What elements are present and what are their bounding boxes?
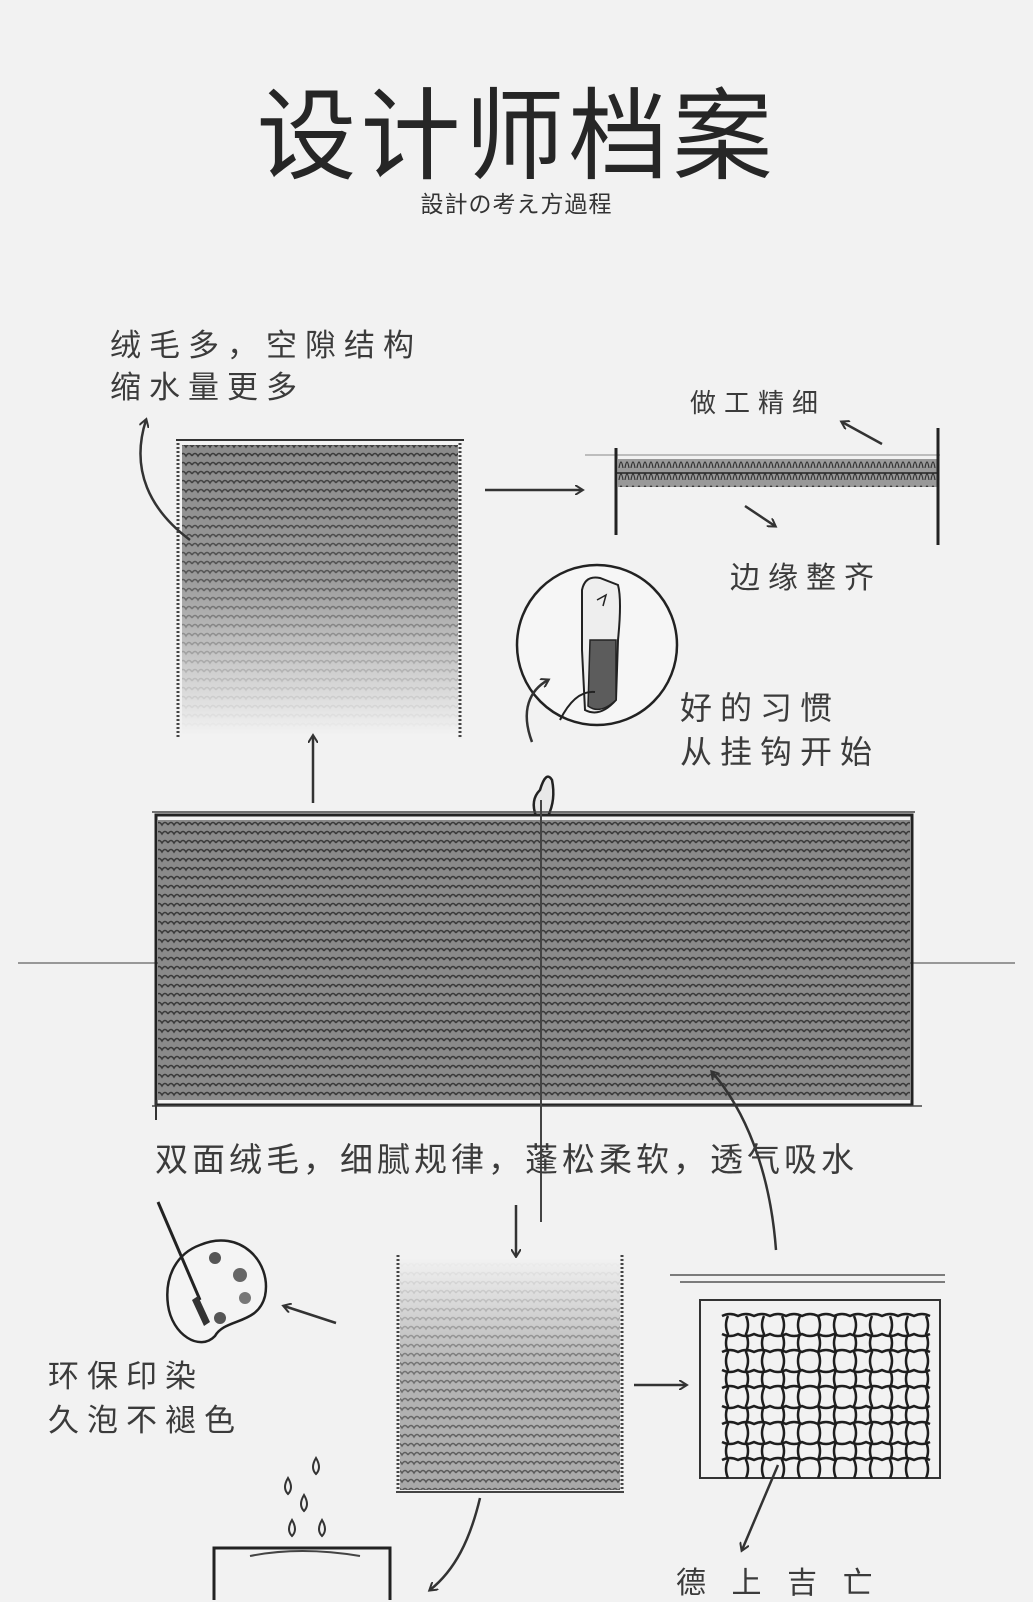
- mesh-fiber-horizontal: [721, 1384, 931, 1390]
- page-title: 设计师档案: [256, 78, 777, 195]
- palette-brush-icon: [156, 1201, 268, 1344]
- note-arrow-craft: [842, 422, 883, 446]
- note-arrow-fluffy: [140, 420, 191, 541]
- mesh-fiber-horizontal: [721, 1348, 931, 1354]
- note-features: 双面绒毛，细腻规律，蓬松柔软，透气吸水: [155, 1140, 858, 1179]
- note-eco-dye: 环保印染 久泡不褪色: [48, 1355, 243, 1443]
- mesh-fiber-horizontal: [721, 1420, 931, 1426]
- mesh-fiber-vertical: [744, 1315, 750, 1479]
- mesh-fiber-horizontal: [721, 1312, 931, 1318]
- mesh-fiber-vertical: [888, 1315, 894, 1479]
- mesh-fiber-vertical: [760, 1315, 766, 1479]
- main-towel: [152, 811, 922, 1120]
- mesh-fiber-horizontal: [721, 1456, 931, 1462]
- note-hook-habit: 好的习惯 从挂钩开始: [680, 686, 880, 774]
- arrow-mesh-to-towel: [712, 1072, 778, 1251]
- mesh-fiber-vertical: [852, 1315, 858, 1479]
- note-fluffy-line1: 绒毛多，空隙结构: [110, 328, 422, 364]
- mesh-fiber-vertical: [904, 1315, 910, 1479]
- note-craft: 做工精细: [690, 389, 827, 419]
- arrow-to-basin: [430, 1497, 482, 1590]
- mesh-fiber-horizontal: [721, 1404, 931, 1410]
- mesh-fiber-horizontal: [721, 1368, 931, 1374]
- arrow-mesh-down: [742, 1464, 780, 1550]
- note-hook-line2: 从挂钩开始: [680, 733, 881, 771]
- water-drops-icon: [212, 1456, 392, 1600]
- note-fluffy-line2: 缩水量更多: [110, 370, 305, 406]
- mesh-fiber-vertical: [924, 1315, 930, 1479]
- mesh-fiber-vertical: [780, 1315, 786, 1479]
- page-subtitle: 設計の考え方過程: [420, 192, 613, 218]
- note-fluffy-structure: 绒毛多，空隙结构 缩水量更多: [110, 325, 422, 409]
- note-arrow-edges: [744, 504, 775, 526]
- mesh-fiber-vertical: [816, 1315, 822, 1479]
- mesh-fiber-vertical: [868, 1315, 874, 1479]
- note-edges: 边缘整齐: [730, 561, 882, 596]
- note-dye-line1: 环保印染: [48, 1359, 204, 1395]
- note-arrow-hook: [525, 680, 548, 743]
- mesh-fiber-vertical: [724, 1315, 730, 1479]
- mesh-fiber-vertical: [796, 1315, 802, 1479]
- mesh-fiber-horizontal: [721, 1332, 931, 1338]
- note-hook-line1: 好的习惯: [680, 689, 841, 727]
- arrow-to-palette: [284, 1306, 337, 1325]
- towel-edge-cross-section: [585, 428, 940, 545]
- towel-hook-icon: [515, 563, 679, 727]
- note-bottom-partial: 德 上 吉 亡: [676, 1566, 881, 1601]
- mesh-fiber-vertical: [832, 1315, 838, 1479]
- mesh-fiber-horizontal: [721, 1440, 931, 1446]
- note-dye-line2: 久泡不褪色: [48, 1403, 243, 1439]
- fiber-mesh-closeup: [670, 1274, 945, 1479]
- hanging-loop: [532, 775, 555, 817]
- terry-loop-swatch: [396, 1255, 624, 1493]
- fluffy-towel-swatch: [176, 439, 464, 738]
